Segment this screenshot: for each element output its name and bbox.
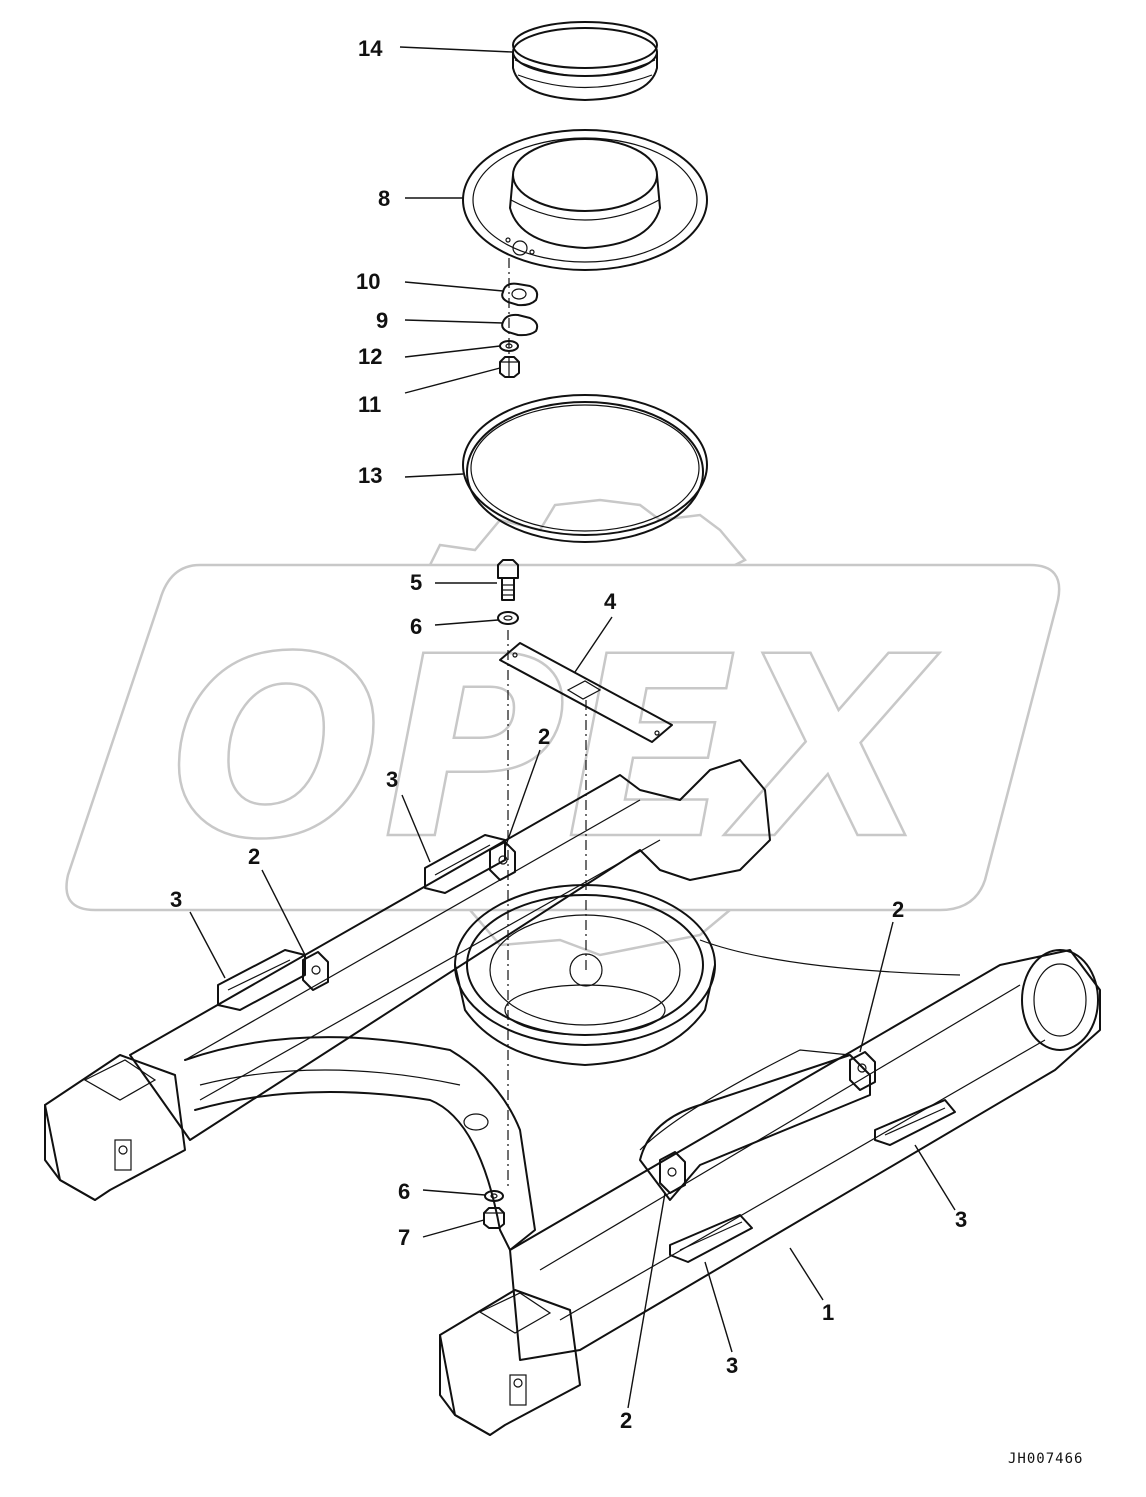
- callout-6-lower: 6: [398, 1179, 410, 1204]
- leader-lines: [189, 46, 956, 1409]
- bolt-5: [497, 559, 519, 601]
- callout-labels: 14 8 10 9 12 11 13 5 6 4 2 3 2 3 2 3 6 7…: [170, 36, 967, 1433]
- callout-9: 9: [376, 308, 388, 333]
- callout-11: 11: [358, 392, 381, 417]
- track-frame-1: [44, 759, 1101, 1436]
- cover-plate-8: [462, 129, 708, 271]
- callout-3-c: 3: [955, 1207, 967, 1232]
- document-id: JH007466: [1008, 1451, 1083, 1467]
- plate-10: [501, 282, 539, 307]
- guard-3-group: [217, 834, 956, 1263]
- callout-7: 7: [398, 1225, 410, 1250]
- callout-3-d: 3: [726, 1353, 738, 1378]
- watermark: OPEX: [65, 498, 1061, 957]
- callout-2-b: 2: [248, 844, 260, 869]
- callout-2-a: 2: [538, 724, 550, 749]
- callout-10: 10: [356, 269, 380, 294]
- callout-2-c: 2: [892, 897, 904, 922]
- callout-13: 13: [358, 463, 382, 488]
- cover-4: [499, 642, 673, 743]
- watermark-text: OPEX: [170, 603, 940, 894]
- o-ring-13: [462, 394, 708, 543]
- washer-6-lower: [484, 1190, 504, 1202]
- ring-seal-14: [512, 21, 658, 101]
- gasket-9: [501, 313, 539, 337]
- washer-6-upper: [497, 611, 519, 625]
- callout-2-d: 2: [620, 1408, 632, 1433]
- callout-6-upper: 6: [410, 614, 422, 639]
- callout-5: 5: [410, 570, 422, 595]
- callout-4: 4: [604, 589, 617, 614]
- callout-3-a: 3: [386, 767, 398, 792]
- nut-7: [483, 1207, 505, 1229]
- callout-8: 8: [378, 186, 390, 211]
- callout-1: 1: [822, 1300, 834, 1325]
- callout-14: 14: [358, 36, 383, 61]
- callout-3-b: 3: [170, 887, 182, 912]
- nut-11: [499, 356, 520, 378]
- callout-12: 12: [358, 344, 382, 369]
